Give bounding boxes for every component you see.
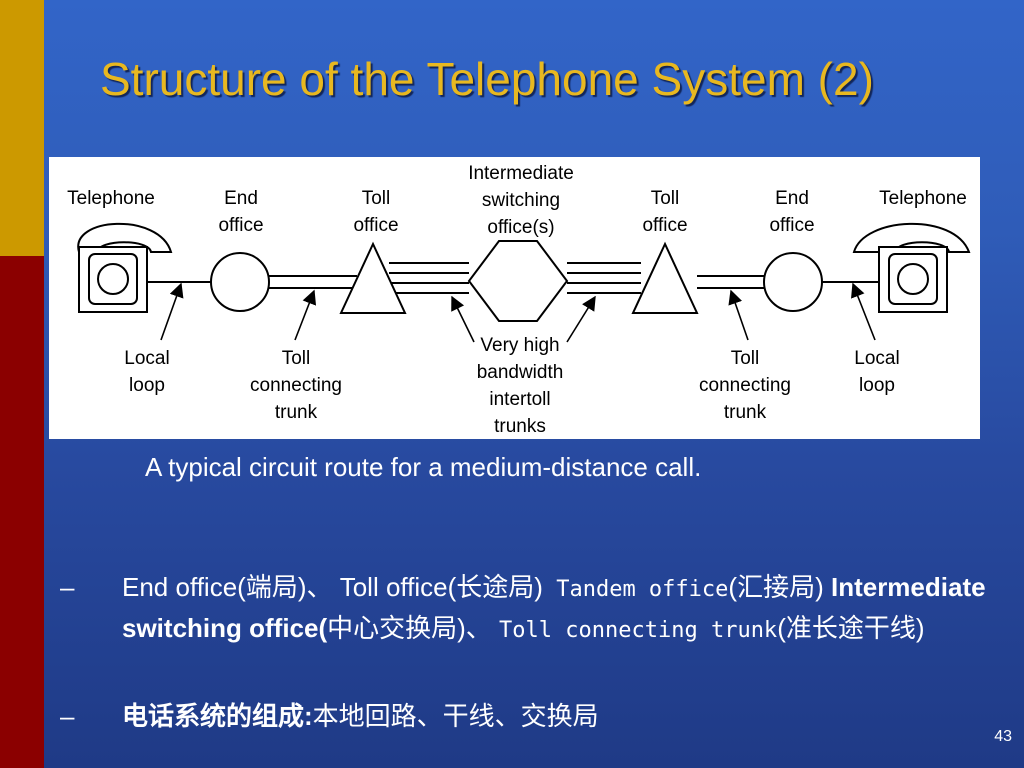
term-intermediate-switching-office-cn: 中心交换局)、 xyxy=(327,613,492,643)
bullet-terms: – End office(端局)、 Toll office(长途局) Tande… xyxy=(60,568,1000,650)
term-toll-connecting-trunk: Toll connecting trunk xyxy=(499,618,778,643)
term-toll-office: Toll office( xyxy=(339,572,457,602)
term-end-office-cn: 端局)、 xyxy=(245,572,340,602)
term-toll-office-cn: 长途局) xyxy=(456,572,543,602)
bullet-dash: – xyxy=(60,572,75,602)
term-intermediate-switching-office: Intermediate switching office( xyxy=(122,572,986,643)
bullet-composition: – 电话系统的组成:本地回路、干线、交换局 xyxy=(60,697,1000,735)
arrow-intertoll-left xyxy=(451,295,475,343)
term-tandem-office-cn: (汇接局) xyxy=(728,572,824,602)
diagram-caption: A typical circuit route for a medium-dis… xyxy=(145,452,702,482)
end-office-left-node xyxy=(210,252,270,312)
sidebar-accent-bottom xyxy=(0,256,44,768)
toll-office-right-node xyxy=(631,241,699,314)
page-number: 43 xyxy=(994,728,1012,745)
toll-office-left-node xyxy=(339,241,407,314)
arrow-intertoll-right xyxy=(566,295,596,343)
end-office-right-node xyxy=(763,252,823,312)
telephone-left-icon xyxy=(77,222,173,313)
bullet-composition-text: 电话系统的组成:本地回路、干线、交换局 xyxy=(122,697,1000,735)
sidebar-accent-top xyxy=(0,0,44,256)
intermediate-switching-office-node xyxy=(467,240,569,322)
term-toll-connecting-trunk-cn: (准长途干线) xyxy=(777,613,925,643)
term-tandem-office: Tandem office xyxy=(542,577,729,602)
label-telephone-right: Telephone xyxy=(879,188,967,209)
arrow-toll-trunk-right xyxy=(728,289,749,341)
composition-items: 本地回路、干线、交换局 xyxy=(312,701,599,731)
bullet-dash: – xyxy=(60,701,75,731)
arrow-local-loop-right xyxy=(851,282,876,341)
arrow-toll-trunk-left xyxy=(294,289,317,341)
arrow-local-loop-left xyxy=(160,282,184,341)
term-end-office: End office( xyxy=(122,572,246,602)
label-telephone-left: Telephone xyxy=(67,188,155,209)
composition-heading: 电话系统的组成: xyxy=(122,701,313,731)
bullet-terms-text: End office(端局)、 Toll office(长途局) Tandem … xyxy=(122,568,1000,650)
slide-title: Structure of the Telephone System (2) xyxy=(100,53,874,105)
telephone-right-icon xyxy=(852,222,971,313)
